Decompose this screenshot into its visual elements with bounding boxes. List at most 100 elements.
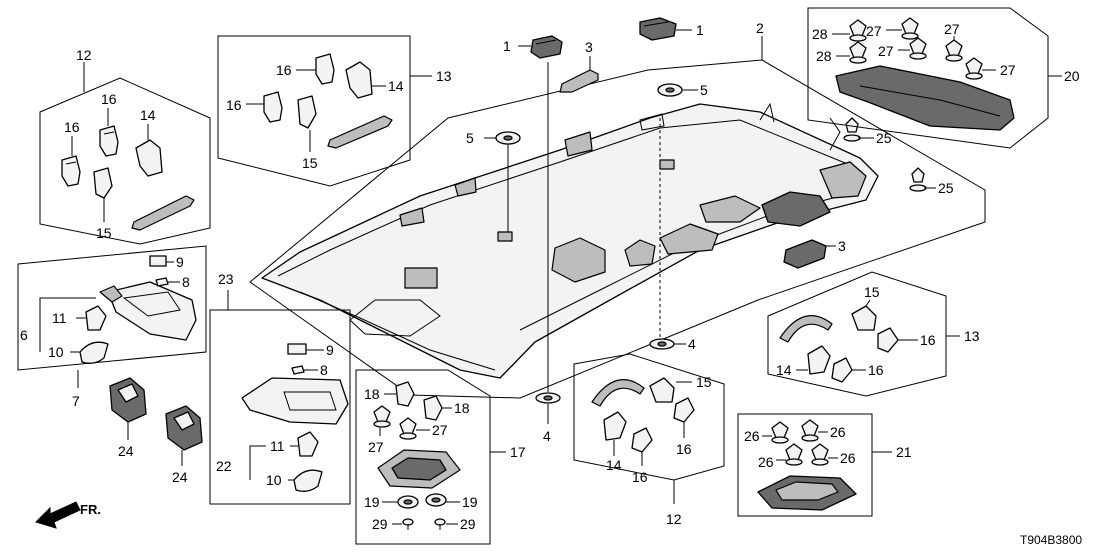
callout-24: 24: [118, 443, 134, 459]
callout-9: 9: [176, 254, 184, 270]
clip-18: [423, 395, 443, 421]
callout-5: 5: [700, 82, 708, 98]
callout-26: 26: [840, 450, 856, 466]
callout-15: 15: [696, 374, 712, 390]
callout-27: 27: [1000, 62, 1016, 78]
grab-handle: [779, 315, 833, 343]
clip-26: [811, 443, 829, 466]
callout-27: 27: [866, 23, 882, 39]
hook-24a: [109, 377, 147, 423]
callout-17: 17: [510, 444, 526, 460]
clip-19: [397, 495, 419, 509]
clip-15: [649, 377, 675, 403]
label-9: [287, 343, 307, 355]
callout-4: 4: [688, 336, 696, 352]
clip-27: [909, 37, 927, 60]
clip-16: [263, 91, 283, 123]
callout-16: 16: [276, 62, 292, 78]
grab-handle: [591, 379, 645, 407]
callout-29: 29: [372, 516, 388, 532]
callout-26: 26: [744, 428, 760, 444]
callout-26: 26: [758, 454, 774, 470]
callout-27: 27: [368, 439, 384, 455]
map-lamp-1b: [639, 17, 677, 41]
group-17-outline: [355, 369, 491, 545]
callout-14: 14: [776, 362, 792, 378]
callout-28: 28: [812, 26, 828, 42]
group-12-outline: [573, 353, 725, 481]
group-13-outline: [217, 35, 411, 187]
grab-handle-strip: [131, 195, 195, 231]
group-12-outline: [39, 77, 211, 245]
callout-14: 14: [140, 107, 156, 123]
callout-12: 12: [666, 511, 682, 527]
diagram-code: T904B3800: [1020, 533, 1082, 547]
clip-28: [849, 41, 867, 64]
clip-15: [297, 95, 317, 129]
clip-25a: [843, 117, 861, 142]
callout-13: 13: [436, 68, 452, 84]
plug-8: [155, 277, 169, 287]
callout-3: 3: [838, 238, 846, 254]
screw-29: [402, 518, 414, 530]
clip-16: [673, 397, 695, 423]
callout-14: 14: [606, 457, 622, 473]
group-21-outline: [737, 413, 873, 517]
hook-24b: [165, 405, 203, 451]
callout-6: 6: [20, 327, 28, 343]
headlining-pad: [404, 267, 438, 289]
clip-26: [785, 443, 803, 466]
grab-handle-3: [783, 239, 827, 269]
callout-8: 8: [182, 274, 190, 290]
callout-27: 27: [944, 21, 960, 37]
clip-14: [807, 345, 831, 375]
callout-28: 28: [816, 48, 832, 64]
callout-1: 1: [503, 38, 511, 54]
callout-3: 3: [585, 39, 593, 55]
headlining-panel: [261, 103, 879, 379]
callout-27: 27: [878, 43, 894, 59]
clip-26: [771, 421, 789, 444]
headlining-console: [761, 191, 831, 227]
callout-15: 15: [96, 225, 112, 241]
group-20-outline: [807, 7, 1049, 149]
callout-10: 10: [266, 472, 282, 488]
clip-19: [425, 493, 447, 507]
callout-10: 10: [48, 344, 64, 360]
callout-19: 19: [364, 494, 380, 510]
callout-15: 15: [864, 284, 880, 300]
callout-9: 9: [326, 342, 334, 358]
callout-12: 12: [76, 47, 92, 63]
clip-5b: [657, 83, 683, 97]
callout-13: 13: [964, 328, 980, 344]
callout-18: 18: [454, 400, 470, 416]
holder-11: [297, 431, 319, 457]
headlining-opening: [349, 299, 441, 337]
clip-26: [801, 419, 819, 442]
clip-16: [315, 53, 335, 85]
callout-23: 23: [218, 271, 234, 287]
clip-15: [851, 305, 877, 331]
clip-27: [399, 417, 417, 440]
bracket-6: [39, 297, 96, 352]
callout-4: 4: [543, 428, 551, 444]
callout-2: 2: [756, 20, 764, 36]
clip-14: [135, 139, 163, 177]
callout-24: 24: [172, 469, 188, 485]
clip-15: [93, 167, 113, 199]
front-label: FR.: [80, 502, 101, 517]
callout-27: 27: [432, 422, 448, 438]
sunvisor-right: [241, 377, 349, 425]
callout-11: 11: [270, 438, 285, 454]
clip-27: [901, 17, 919, 40]
clip-4a: [649, 338, 675, 350]
clip-27: [373, 405, 391, 428]
callout-20: 20: [1064, 68, 1080, 84]
holder-10: [79, 341, 109, 364]
clip-27: [965, 57, 983, 80]
callout-16: 16: [632, 469, 648, 485]
callout-5: 5: [466, 130, 474, 146]
callout-25: 25: [876, 130, 892, 146]
callout-16: 16: [920, 332, 936, 348]
